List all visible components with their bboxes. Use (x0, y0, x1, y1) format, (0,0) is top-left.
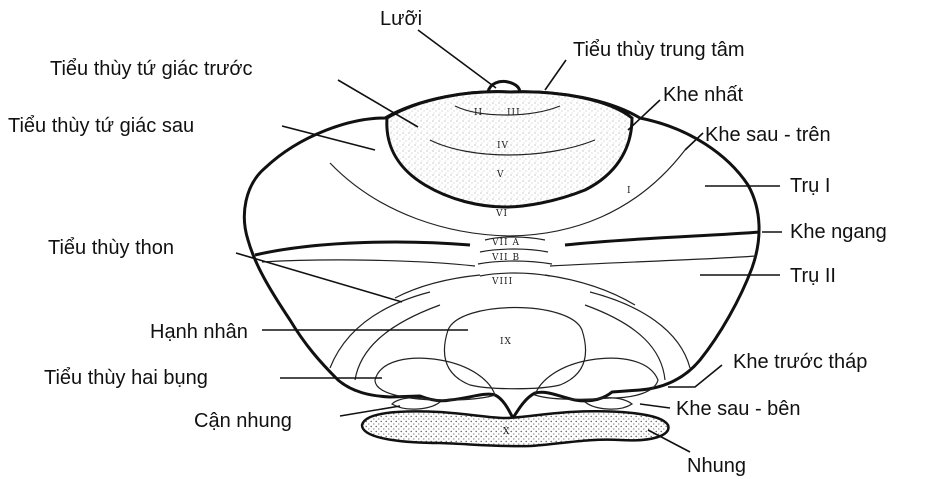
label-hanh-nhan: Hạnh nhân (150, 321, 248, 343)
label-khe-truoc-thap: Khe trước tháp (733, 351, 867, 373)
label-khe-sau-tren: Khe sau - trên (705, 124, 831, 146)
tonsil-left (375, 358, 495, 400)
label-can-nhung: Cận nhung (194, 410, 292, 432)
lobule-line (550, 256, 756, 266)
horizontal-fissure-right (565, 232, 760, 245)
leader-trung-tam (545, 60, 566, 90)
leader-luoi (418, 30, 496, 88)
numeral-IX: IX (500, 337, 512, 347)
label-luoi: Lưỡi (380, 8, 422, 30)
label-tieu-thuy-trung-tam: Tiểu thùy trung tâm (573, 39, 745, 61)
paraflocculus-right (585, 398, 632, 409)
leader-nhung (648, 430, 690, 452)
biventral-line (355, 305, 440, 380)
numeral-X: X (503, 427, 510, 437)
numeral-I: I (627, 186, 632, 196)
numeral-V: V (496, 170, 505, 180)
label-tieu-thuy-thon: Tiểu thùy thon (48, 237, 174, 259)
lobule-line (262, 260, 475, 266)
label-khe-nhat: Khe nhất (663, 84, 744, 106)
numeral-II: II (474, 108, 483, 118)
gracile-line (395, 275, 480, 298)
vermis-fold (480, 249, 548, 252)
flocculus (362, 411, 668, 446)
numeral-III: III (507, 108, 521, 118)
paraflocculus-left (392, 398, 440, 409)
label-khe-sau-ben: Khe sau - bên (676, 398, 801, 420)
label-tieu-thuy-tu-giac-sau: Tiểu thùy tứ giác sau (8, 115, 194, 137)
label-nhung: Nhung (687, 455, 746, 477)
horizontal-fissure (255, 242, 470, 255)
label-khe-ngang: Khe ngang (790, 221, 887, 243)
leader-tu-giac-truoc (338, 80, 418, 127)
biventral-line (585, 305, 665, 380)
gracile-line (545, 275, 635, 305)
leader-khe-truoc-thap (668, 365, 722, 387)
numeral-IV: IV (497, 141, 509, 151)
label-tieu-thuy-hai-bung: Tiểu thùy hai bụng (44, 367, 208, 389)
label-tieu-thuy-tu-giac-truoc: Tiểu thùy tứ giác trước (50, 58, 253, 80)
biventral-line (590, 292, 690, 368)
vermis-fold (480, 273, 550, 276)
label-tru-1: Trụ I (790, 175, 830, 197)
tonsil-region (444, 308, 585, 389)
numeral-VIII: VIII (491, 277, 513, 287)
numeral-VIIB: VII B (491, 253, 520, 263)
label-tru-2: Trụ II (790, 265, 836, 287)
numeral-VIIA: VII A (491, 238, 520, 248)
numeral-VI: VI (495, 209, 508, 219)
leader-khe-sau-ben (640, 404, 670, 408)
